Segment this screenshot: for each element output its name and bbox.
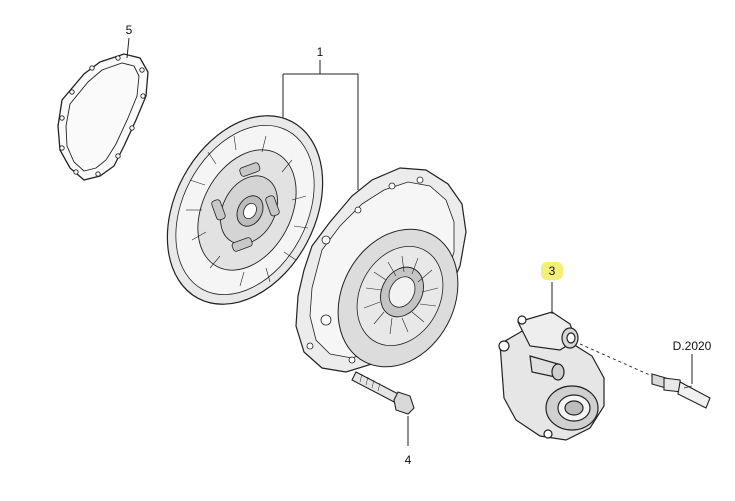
callout-4: 4 [405, 453, 412, 467]
callout-1: 1 [317, 45, 324, 59]
slave-cylinder-part-3[interactable] [498, 311, 605, 441]
leader-line-5 [126, 37, 130, 59]
pressure-plate[interactable] [295, 167, 481, 388]
hose-fitting-d2020[interactable] [651, 373, 711, 409]
callout-5: 5 [126, 23, 133, 37]
gasket-part-5[interactable] [57, 53, 149, 181]
reference-code-label: D.2020 [673, 339, 712, 353]
callout-3: 3 [549, 264, 556, 278]
leader-line-1 [282, 60, 359, 190]
clutch-disc[interactable] [136, 89, 354, 331]
bolt-part-4[interactable] [351, 371, 415, 415]
callout-3-highlight [541, 262, 563, 280]
dashed-connection-line [579, 343, 653, 377]
